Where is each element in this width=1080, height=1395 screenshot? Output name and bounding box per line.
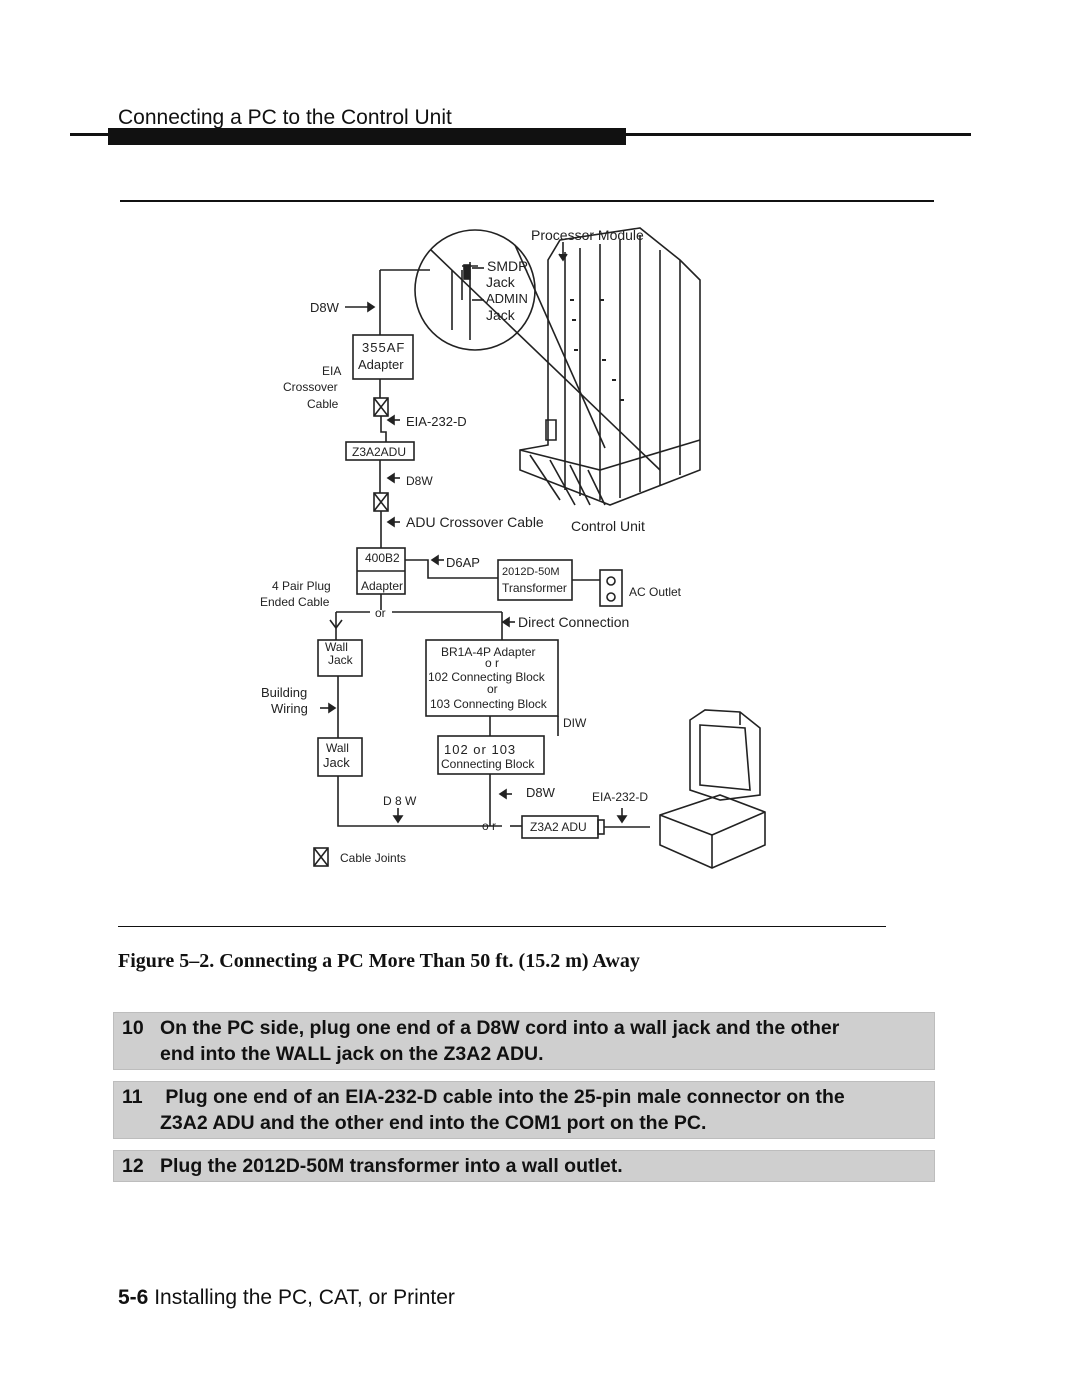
label-crossover: Crossover: [283, 380, 338, 394]
figure-bottom-rule: [118, 926, 886, 927]
label-wall-1b: Jack: [328, 653, 354, 667]
header-rule-right: [626, 133, 971, 136]
control-unit-illustration: [519, 227, 701, 506]
pc-illustration: [659, 709, 766, 869]
label-or-4: o r: [482, 819, 496, 833]
label-d8w-3: D8W: [526, 785, 556, 800]
label-smdr: SMDR: [487, 258, 528, 274]
label-355af-adapter: Adapter: [358, 357, 404, 372]
step-text-line1: On the PC side, plug one end of a D8W co…: [160, 1017, 840, 1039]
label-wall-2a: Wall: [326, 741, 349, 755]
header-rule-left: [70, 133, 110, 136]
label-transformer: Transformer: [502, 581, 567, 595]
figure-caption: Figure 5–2. Connecting a PC More Than 50…: [118, 950, 640, 972]
label-d8w-4: D 8 W: [383, 794, 417, 808]
label-building: Building: [261, 685, 307, 700]
label-jack-2: Jack: [486, 307, 516, 323]
label-transformer-model: 2012D-50M: [502, 566, 559, 578]
label-355af: 355AF: [362, 340, 405, 355]
step-number: 10: [122, 1017, 144, 1039]
label-d8w-2: D8W: [406, 474, 433, 488]
page-footer: 5-6 Installing the PC, CAT, or Printer: [118, 1286, 455, 1310]
label-400b2-adapter: Adapter: [361, 579, 403, 593]
label-wiring: Wiring: [271, 701, 308, 716]
label-or-2: o r: [485, 656, 499, 670]
label-eia232d-1: EIA-232-D: [406, 414, 467, 429]
label-wall-2b: Jack: [323, 755, 350, 770]
footer-page-number: 5-6: [118, 1286, 149, 1309]
step-10: 10 On the PC side, plug one end of a D8W …: [113, 1012, 935, 1070]
label-eia232d-2: EIA-232-D: [592, 790, 648, 804]
label-cable: Cable: [307, 397, 339, 411]
label-block-102: 102 Connecting Block: [428, 670, 546, 684]
step-11: 11 Plug one end of an EIA-232-D cable in…: [113, 1081, 935, 1139]
label-block-103: 103 Connecting Block: [430, 697, 548, 711]
step-text-line2: Z3A2 ADU and the other end into the COM1…: [160, 1112, 707, 1134]
label-400b2: 400B2: [365, 551, 400, 565]
label-eia: EIA: [322, 364, 341, 378]
label-d8w-top: D8W: [310, 300, 340, 315]
footer-title: Installing the PC, CAT, or Printer: [154, 1286, 455, 1309]
label-d6ap: D6AP: [446, 555, 480, 570]
step-12: 12 Plug the 2012D-50M transformer into a …: [113, 1150, 935, 1182]
label-processor-module: Processor Module: [531, 227, 644, 243]
label-admin: ADMIN: [486, 291, 528, 306]
label-or-1: or: [375, 606, 386, 620]
label-four-pair-plug: 4 Pair Plug: [272, 579, 331, 593]
step-text-line1: Plug the 2012D-50M transformer into a wa…: [160, 1155, 623, 1177]
label-cable-joints: Cable Joints: [340, 851, 406, 865]
label-z3a2adu-1: Z3A2ADU: [352, 445, 406, 459]
step-number: 12: [122, 1155, 144, 1177]
header-rule-thick: [108, 128, 626, 145]
step-text-line1: Plug one end of an EIA-232-D cable into …: [160, 1086, 845, 1108]
label-block-102-103: 102 or 103: [444, 742, 516, 757]
label-z3a2adu-2: Z3A2 ADU: [530, 820, 587, 834]
label-br1a: BR1A-4P Adapter: [441, 645, 536, 659]
label-or-3: or: [487, 682, 498, 696]
label-diw: DIW: [563, 716, 587, 730]
label-direct-connection: Direct Connection: [518, 614, 629, 630]
page-header-title: Connecting a PC to the Control Unit: [118, 106, 452, 129]
label-control-unit: Control Unit: [571, 518, 645, 534]
label-wall-1a: Wall: [325, 640, 348, 654]
figure-top-rule: [120, 200, 934, 202]
label-ac-outlet: AC Outlet: [629, 585, 682, 599]
step-text-line2: end into the WALL jack on the Z3A2 ADU.: [160, 1043, 544, 1065]
label-adu-crossover: ADU Crossover Cable: [406, 514, 544, 530]
label-block-102-103-bottom: Connecting Block: [441, 757, 535, 771]
step-number: 11: [122, 1086, 143, 1108]
label-jack-1: Jack: [486, 274, 516, 290]
label-ended-cable: Ended Cable: [260, 595, 330, 609]
